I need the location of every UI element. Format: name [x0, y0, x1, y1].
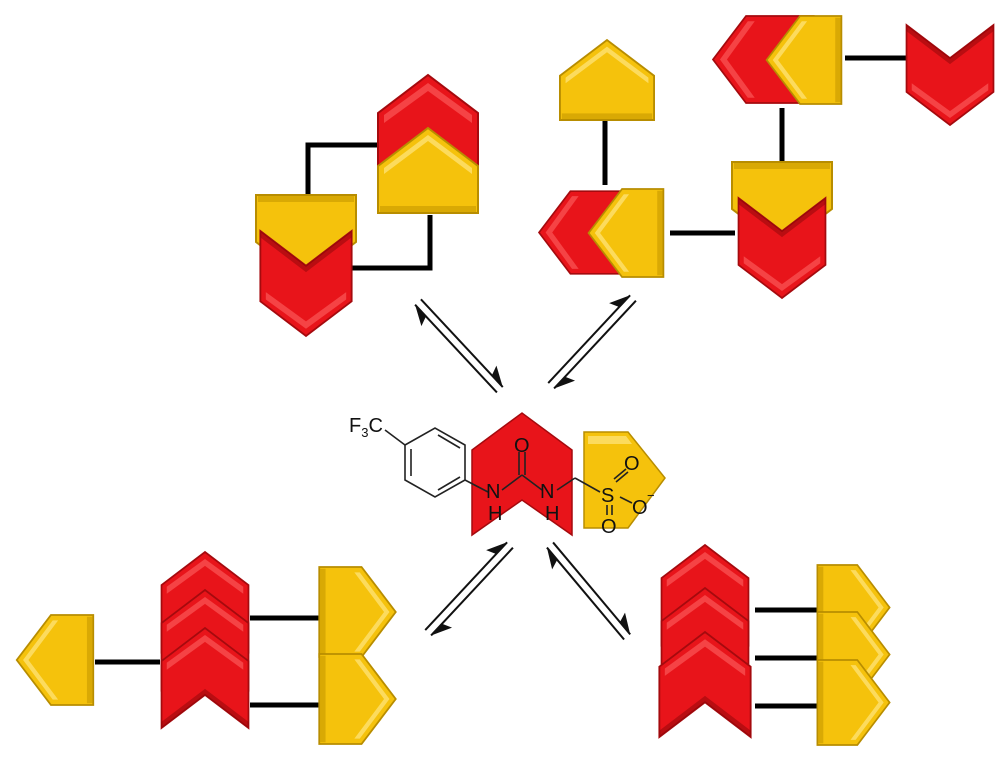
- yellow-pentagon-icon: [816, 659, 891, 746]
- triple-stack: [658, 544, 891, 746]
- sulfonyl-o-bottom: O: [601, 516, 617, 538]
- equilibrium-arrow-icon: [416, 534, 522, 644]
- benzene-ring: [384, 427, 633, 515]
- nh-right-n: N: [540, 481, 554, 503]
- branched-network: [538, 14, 995, 299]
- linker: [305, 142, 383, 205]
- carbonyl-o: O: [514, 435, 530, 457]
- yellow-pentagon-icon: [318, 652, 397, 746]
- equilibrium-arrow-icon: [406, 291, 512, 401]
- nh-left-n: N: [486, 481, 500, 503]
- red-chevron-icon: [471, 412, 573, 537]
- yellow-pentagon-icon: [558, 39, 656, 121]
- negative-charge: −: [647, 488, 655, 503]
- cf3-label: F3C: [349, 415, 383, 440]
- nh-left-h: H: [488, 503, 502, 525]
- cyclic-dimer: [255, 74, 479, 337]
- yellow-pentagon-icon: [15, 613, 95, 707]
- sulfonate-o: O: [632, 497, 648, 519]
- central-monomer: F3C N H N H O S O O O −: [349, 412, 666, 538]
- linker: [350, 215, 433, 271]
- equilibrium-arrow-icon: [538, 535, 639, 647]
- sulfur-label: S: [601, 485, 614, 507]
- red-chevron-icon: [905, 24, 995, 126]
- sulfonyl-o-top: O: [624, 453, 640, 475]
- equilibrium-arrow-icon: [539, 287, 645, 397]
- yellow-pentagon-icon: [318, 565, 397, 659]
- linear-stack: [15, 551, 397, 746]
- nh-right-h: H: [545, 503, 559, 525]
- yellow-pentagon-icon: [583, 431, 666, 529]
